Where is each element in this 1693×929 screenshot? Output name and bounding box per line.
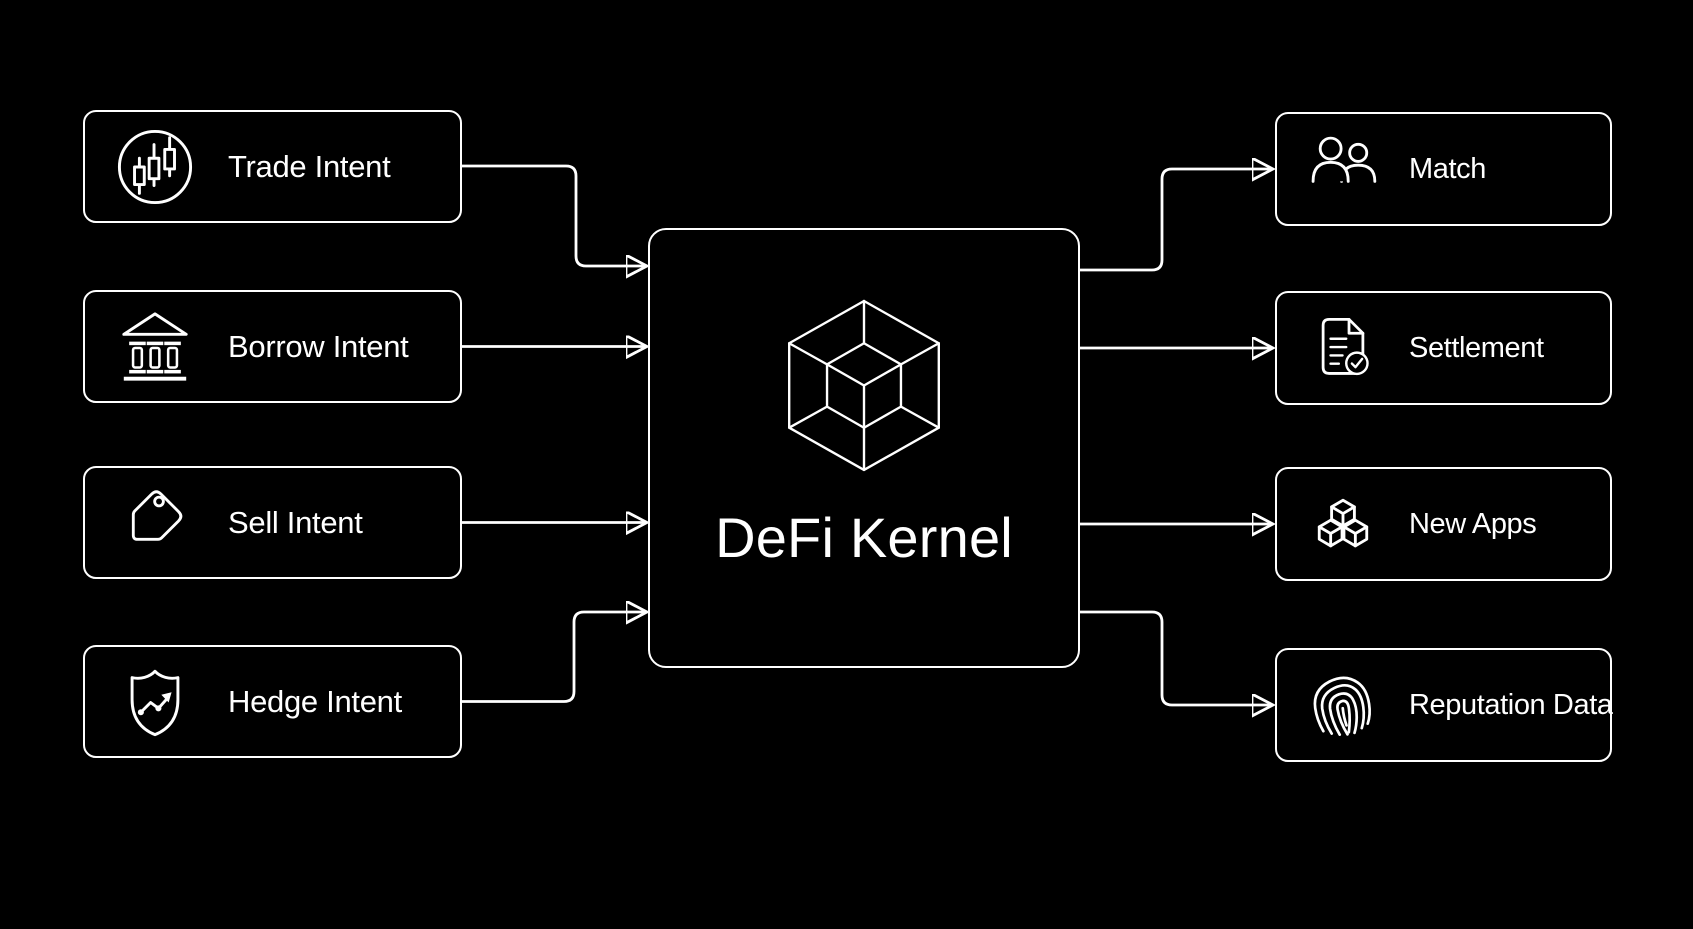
- node-label: New Apps: [1409, 507, 1537, 540]
- arrow-hedge-to-kernel: [462, 612, 646, 703]
- price-tag-icon: [115, 485, 195, 561]
- node-defi-kernel: DeFi Kernel: [648, 228, 1080, 668]
- hypercube-icon: [776, 292, 952, 486]
- node-label: Sell Intent: [228, 504, 363, 540]
- node-label: Borrow Intent: [228, 328, 409, 364]
- arrow-trade-to-kernel: [462, 164, 646, 266]
- node-label: Settlement: [1409, 331, 1544, 364]
- node-hedge-intent: Hedge Intent: [83, 645, 462, 758]
- node-borrow-intent: Borrow Intent: [83, 290, 462, 403]
- node-sell-intent: Sell Intent: [83, 466, 462, 579]
- people-icon: [1303, 131, 1383, 207]
- bank-icon: [115, 308, 195, 386]
- arrow-kernel-to-match: [1080, 169, 1272, 272]
- kernel-label: DeFi Kernel: [715, 506, 1013, 569]
- node-label: Hedge Intent: [228, 683, 402, 719]
- node-label: Trade Intent: [228, 148, 391, 184]
- shield-trend-icon: [115, 663, 195, 741]
- fingerprint-icon: [1303, 667, 1383, 743]
- node-trade-intent: Trade Intent: [83, 110, 462, 223]
- stacked-cubes-icon: [1303, 486, 1383, 562]
- node-label: Reputation Data: [1409, 688, 1613, 721]
- node-label: Match: [1409, 152, 1486, 185]
- node-reputation-data: Reputation Data: [1275, 648, 1613, 762]
- document-check-icon: [1303, 311, 1383, 385]
- node-settlement: Settlement: [1275, 291, 1612, 405]
- candlestick-chart-icon: [115, 128, 195, 206]
- node-match: Match: [1275, 112, 1612, 226]
- node-new-apps: New Apps: [1275, 467, 1612, 581]
- arrow-kernel-to-reputation: [1080, 610, 1272, 705]
